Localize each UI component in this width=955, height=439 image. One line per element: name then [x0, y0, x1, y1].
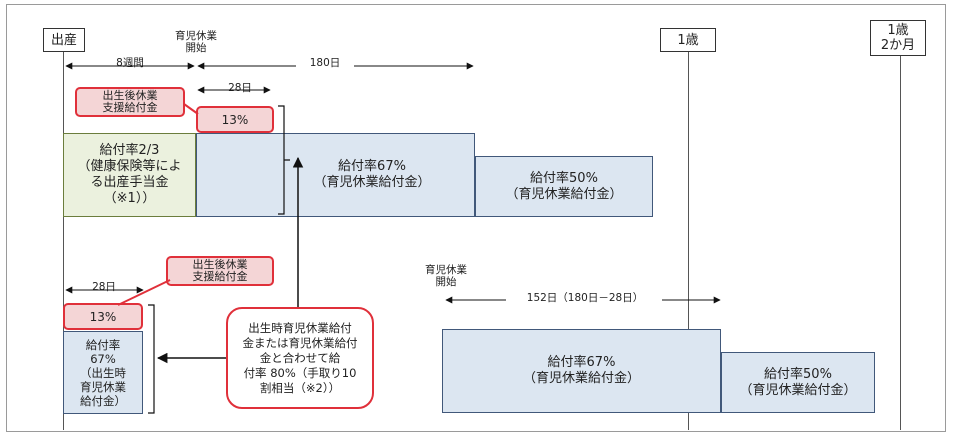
childcare-67-bar-top: 給付率67% （育児休業給付金） [196, 133, 475, 217]
postnatal-benefit-tag-top: 出生後休業 支援給付金 [75, 87, 185, 117]
birth-leave-benefit-bar: 給付率 67% （出生時 育児休業 給付金） [63, 331, 143, 414]
rate-13-top: 13% [196, 106, 274, 133]
leave-start-label-top: 育児休業 開始 [175, 30, 217, 54]
top-tag-connector [183, 103, 199, 115]
childcare-67-bar-bottom: 給付率67% （育児休業給付金） [442, 329, 721, 413]
one-eighty-days-label: 180日 [309, 57, 341, 69]
postnatal-benefit-tag-bottom: 出生後休業 支援給付金 [166, 256, 274, 286]
leave-start-label-bottom: 育児休業 開始 [425, 264, 467, 288]
birth-line [63, 52, 64, 430]
one-fifty-two-days-label: 152日（180日－28日） [526, 292, 644, 304]
bottom-bracket [148, 304, 155, 414]
childcare-67-bar-top-text: 給付率67% （育児休業給付金） [313, 159, 431, 190]
top-bracket [278, 105, 290, 215]
one-year-two-months-line [900, 56, 901, 430]
one-year-label: 1歳 [660, 28, 716, 52]
childcare-50-bar-bottom: 給付率50% （育児休業給付金） [721, 352, 875, 413]
one-year-line [688, 52, 689, 430]
rate-13-bottom: 13% [63, 303, 143, 330]
bottom-tag-connector [117, 279, 171, 306]
one-year-two-months-label: 1歳 2か月 [870, 20, 926, 56]
combined-80-callout: 出生時育児休業給付 金または育児休業給付 金と合わせて給 付率 80%（手取り1… [226, 307, 374, 409]
childcare-50-bar-top: 給付率50% （育児休業給付金） [475, 156, 653, 217]
diagram-frame [6, 4, 946, 432]
birth-label: 出産 [43, 28, 85, 52]
maternity-allowance-bar: 給付率2/3 （健康保険等によ る出産手当金 （※1）） [63, 133, 196, 217]
